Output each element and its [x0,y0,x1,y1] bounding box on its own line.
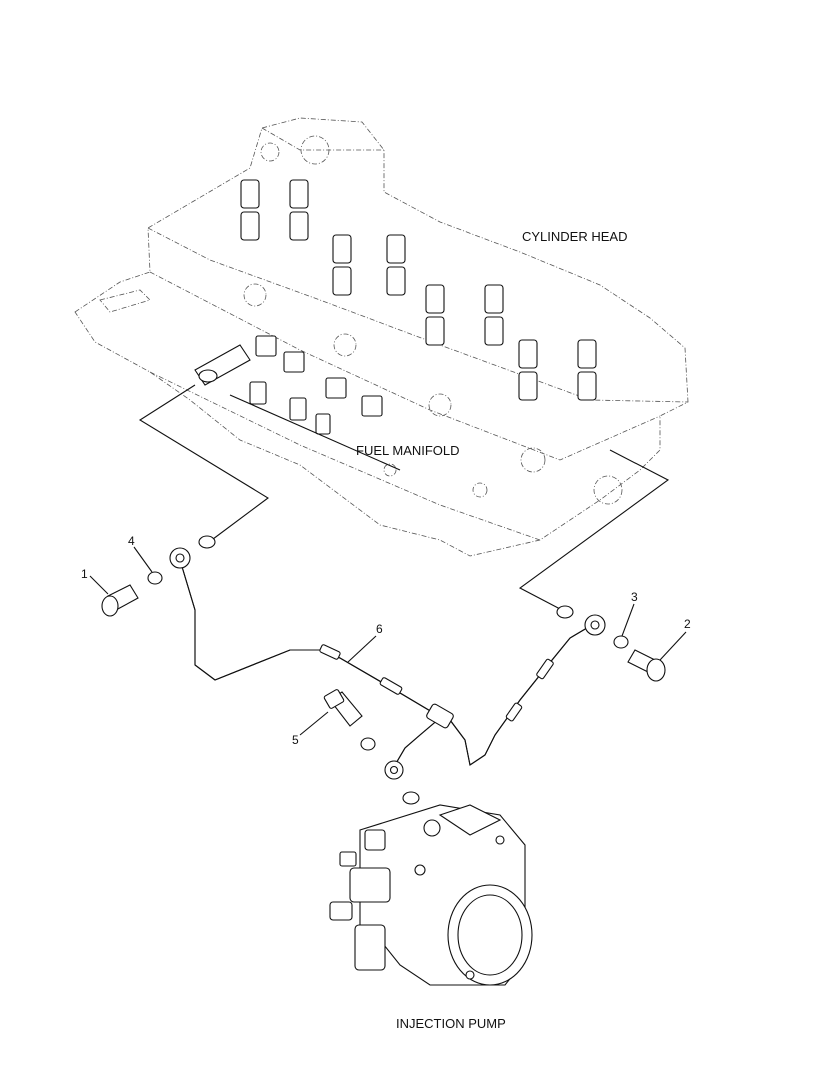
label-cylinder-head: CYLINDER HEAD [522,229,627,244]
callout-1: 1 [81,567,88,581]
fuel-manifold [194,335,401,471]
label-fuel-manifold: FUEL MANIFOLD [356,443,460,458]
valve-springs [240,179,597,401]
fuel-line-6 [169,547,606,780]
callout-leaders [89,546,687,736]
callout-5: 5 [292,733,299,747]
callout-6: 6 [376,622,383,636]
leader-lines [138,384,670,611]
fitting-5 [323,689,363,727]
callout-2: 2 [684,617,691,631]
banjo-bolt-1 [101,584,139,617]
callout-3: 3 [631,590,638,604]
injection-pump [329,804,533,986]
cylinder-head [74,117,689,557]
banjo-bolt-2 [627,649,666,682]
label-injection-pump: INJECTION PUMP [396,1016,506,1031]
callout-4: 4 [128,534,135,548]
washers [147,535,629,805]
